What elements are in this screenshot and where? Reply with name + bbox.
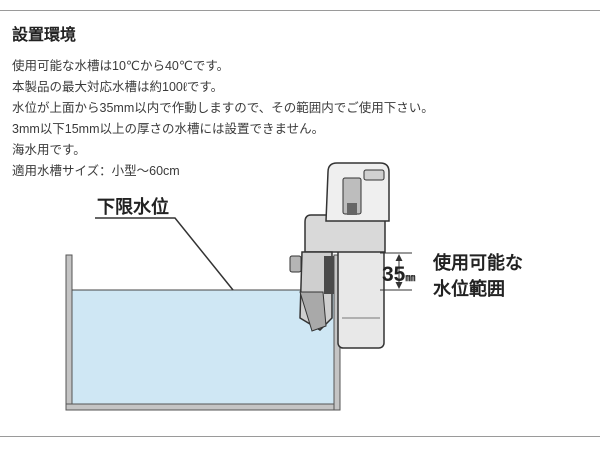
tank-bottom-wall xyxy=(65,403,341,411)
range-arrow-up-icon xyxy=(395,254,403,261)
tank-water xyxy=(72,290,334,404)
range-value: 35 xyxy=(382,263,406,286)
min-level-label: 下限水位 xyxy=(97,196,169,217)
spec-line: 海水用です。 xyxy=(12,143,86,157)
range-label-line1: 使用可能な xyxy=(432,252,523,273)
range-value-label: 35㎜ xyxy=(382,263,415,286)
filter-window-detail xyxy=(347,203,357,215)
spec-line: 3mm以下15mm以上の厚さの水槽には設置できません。 xyxy=(12,122,325,136)
spec-line: 使用可能な水槽は10℃から40℃です。 xyxy=(12,59,230,73)
range-arrow-down-icon xyxy=(395,282,403,289)
range-label-line2: 水位範囲 xyxy=(433,278,505,299)
bottom-divider xyxy=(0,436,600,437)
filter-body xyxy=(304,214,386,253)
min-level-leader-line xyxy=(95,217,234,291)
spec-list: 使用可能な水槽は10℃から40℃です。 本製品の最大対応水槽は約100ℓです。 … xyxy=(12,56,434,182)
filter-outflow-flap xyxy=(299,291,327,332)
top-divider xyxy=(0,10,600,11)
filter-lid-tab xyxy=(363,169,385,181)
spec-line: 適用水槽サイズ：小型～60cm xyxy=(12,164,180,178)
tank-left-wall xyxy=(65,254,73,411)
spec-line: 本製品の最大対応水槽は約100ℓです。 xyxy=(12,80,224,94)
filter-adjust-knob xyxy=(289,255,302,273)
section-title: 設置環境 xyxy=(12,27,77,44)
filter-slot xyxy=(324,256,334,294)
range-unit: ㎜ xyxy=(405,273,415,284)
spec-line: 水位が上面から35mm以内で作動しますので、その範囲内でご使用下さい。 xyxy=(12,101,434,115)
